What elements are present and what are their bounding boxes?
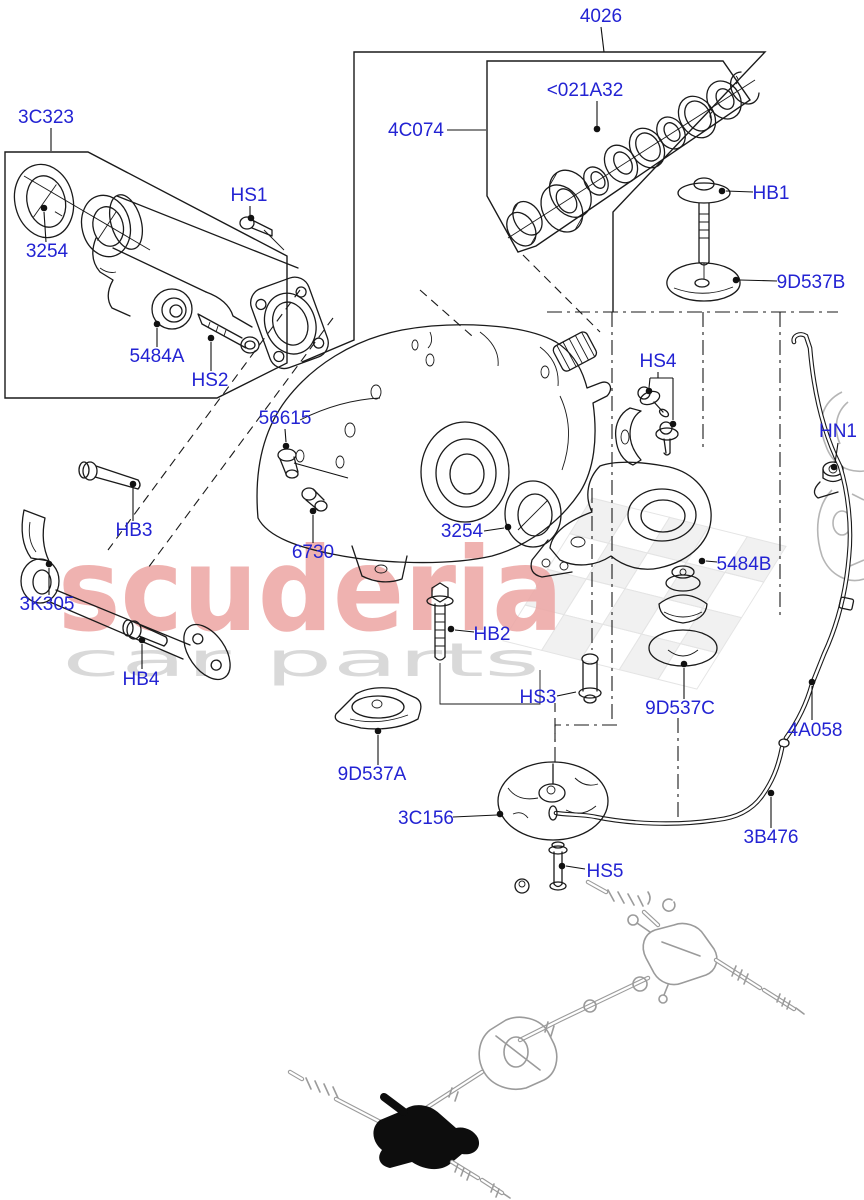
bolt-hs2-part (197, 313, 260, 354)
drivetrain-overview (287, 879, 805, 1199)
part-label-hs4: HS4 (640, 351, 677, 372)
bracket-small (614, 407, 642, 466)
shield-3c156 (497, 761, 609, 841)
part-label-hs3: HS3 (520, 687, 557, 708)
bolt-hb3-part (78, 461, 141, 490)
bolt-56615-part (277, 448, 299, 479)
leader-lines (40, 26, 839, 870)
part-label-9d537a: 9D537A (338, 764, 407, 785)
part-label-hn1: HN1 (819, 421, 857, 442)
pinion-bearing-kit (506, 71, 760, 247)
part-label-hs1: HS1 (231, 185, 268, 206)
part-label-9d537b: 9D537B (777, 272, 846, 293)
part-label-3254-a: 3254 (26, 241, 69, 262)
part-label-4a058: 4A058 (788, 720, 843, 741)
checkered-flag (502, 497, 787, 690)
watermark: scuderia car parts (58, 497, 787, 690)
bolt-hs3-part (578, 653, 602, 704)
sub-assembly-boxes (4, 51, 767, 399)
front-diff-highlight (373, 1105, 480, 1170)
part-label-021a32: <021A32 (547, 80, 624, 101)
hose-3b476 (553, 745, 785, 826)
bolts-hs4-part (637, 386, 679, 456)
part-label-hb2: HB2 (474, 624, 511, 645)
left-parts-box (4, 151, 288, 399)
plug-6730 (301, 487, 328, 512)
kit-snap-ring (729, 71, 760, 105)
part-label-hs5: HS5 (587, 861, 624, 882)
kit-bearing (540, 169, 592, 233)
part-label-hs2: HS2 (192, 370, 229, 391)
part-label-4026: 4026 (580, 6, 622, 27)
control-arm-3k305 (20, 461, 231, 681)
bolt-hb4-part (122, 619, 168, 647)
kit-flange-deflector (706, 75, 742, 121)
axle-tube-assembly (13, 163, 329, 370)
rear-diff (642, 922, 718, 986)
kit-washer (628, 127, 666, 169)
connector-lines (107, 254, 838, 820)
mount-column-right (530, 177, 844, 667)
kit-ring-small (583, 166, 609, 196)
part-label-3b476: 3B476 (744, 827, 799, 848)
bushing-5484a (151, 288, 193, 330)
part-label-5484b: 5484B (717, 554, 772, 575)
part-label-hb1: HB1 (753, 183, 790, 204)
context-bracket-gray (816, 391, 864, 582)
transfer-case (478, 1016, 558, 1090)
seal-3254-b (504, 480, 562, 548)
mount-5484b (658, 565, 708, 624)
diff-housing (256, 324, 612, 583)
mount-arm (530, 461, 712, 578)
part-label-3c323: 3C323 (18, 107, 74, 128)
part-label-56615: 56615 (259, 408, 312, 429)
bolt-hb2-part (426, 582, 541, 705)
kit-box-4026 (301, 51, 767, 363)
seal-3254-a (80, 194, 132, 258)
lower-center-parts (334, 582, 609, 894)
grommet-small (514, 878, 530, 894)
kit-spacer (506, 200, 543, 247)
seal-3c323 (13, 163, 75, 239)
part-label-3254-b: 3254 (441, 521, 484, 542)
pad-9d537a (334, 687, 422, 730)
bolt-hs5-part (548, 841, 568, 891)
part-label-hb3: HB3 (116, 520, 153, 541)
mount-9d537b (666, 262, 741, 302)
housing-pinion-spline (552, 331, 598, 372)
kit-box-4c074 (486, 60, 751, 253)
kit-big-washer (677, 95, 717, 139)
flange (250, 276, 329, 370)
part-labels: 4026 3C323 3254 HS1 4C074 <021A32 HB1 9D… (18, 6, 857, 882)
part-label-4c074: 4C074 (388, 120, 444, 141)
watermark-brand-text: scuderia (58, 523, 563, 658)
part-label-hb4: HB4 (123, 669, 160, 690)
part-label-3c156: 3C156 (398, 808, 454, 829)
part-label-9d537c: 9D537C (645, 698, 715, 719)
part-label-6730: 6730 (292, 542, 334, 563)
part-label-5484a: 5484A (130, 346, 185, 367)
part-label-3k305: 3K305 (20, 594, 75, 615)
kit-ring-2 (656, 116, 686, 150)
